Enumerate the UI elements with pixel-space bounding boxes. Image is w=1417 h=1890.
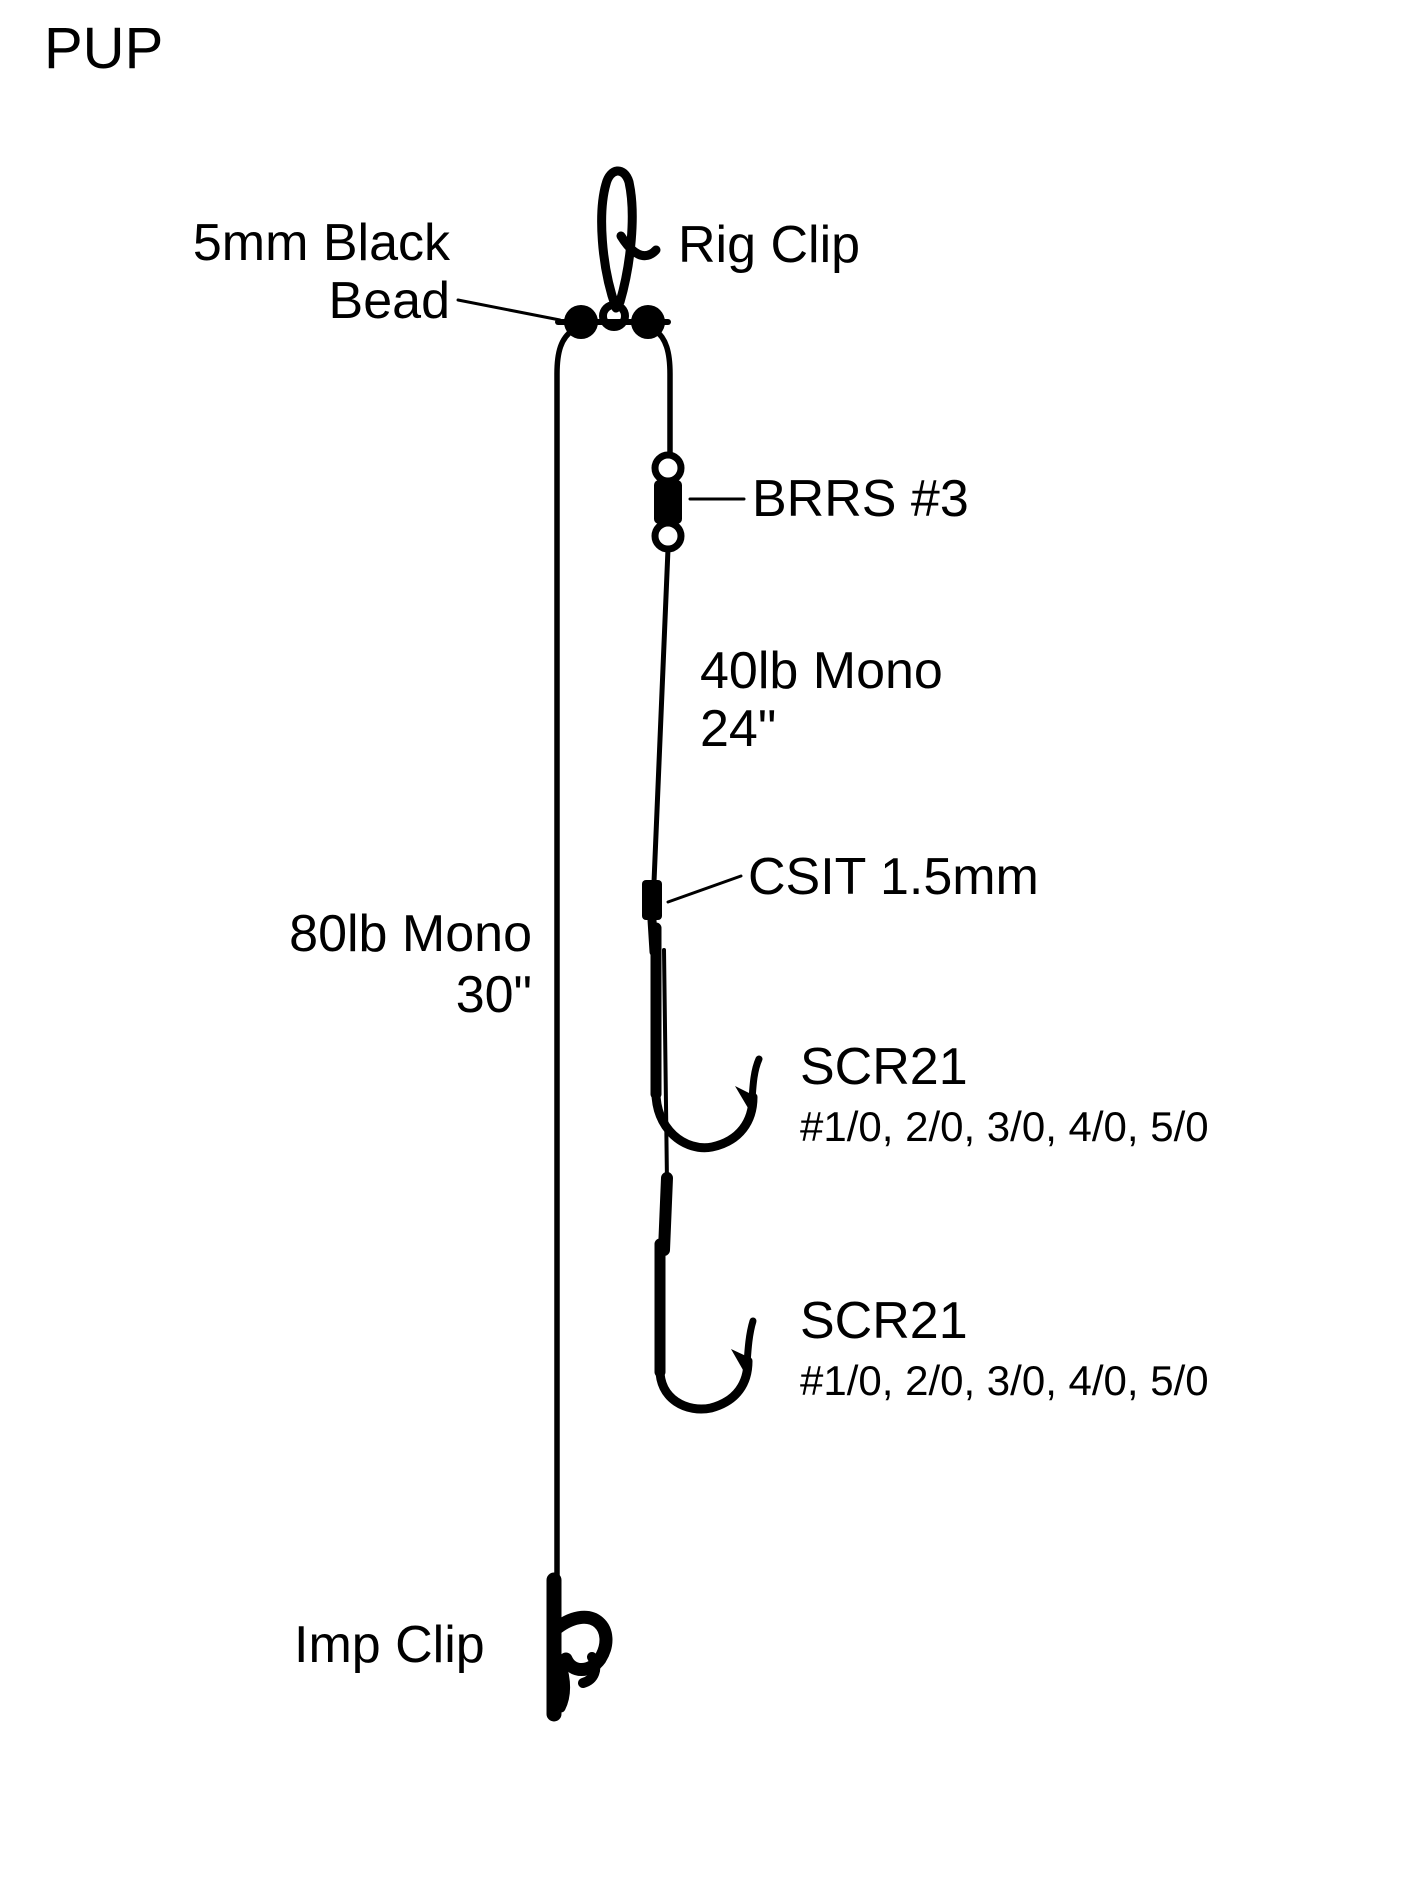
bead-label-line2: Bead [328, 272, 450, 330]
main-line [554, 327, 576, 1585]
imp-clip-icon [546, 1572, 613, 1722]
hook1-sizes: #1/0, 2/0, 3/0, 4/0, 5/0 [800, 1103, 1209, 1150]
hook-leader-label: 40lb Mono 24" [700, 642, 943, 758]
hook1-icon [650, 922, 763, 1153]
main-line-label: 80lb Mono 30" [230, 904, 532, 1026]
hook2-label: SCR21 #1/0, 2/0, 3/0, 4/0, 5/0 [800, 1292, 1209, 1404]
hook2-sizes: #1/0, 2/0, 3/0, 4/0, 5/0 [800, 1357, 1209, 1404]
crimp-label: CSIT 1.5mm [748, 848, 1039, 906]
hook2-barb [731, 1349, 746, 1370]
bead-label: 5mm Black Bead [150, 214, 450, 330]
snell-line [662, 948, 669, 1184]
hook1-model: SCR21 [800, 1038, 968, 1096]
rig-clip-label: Rig Clip [678, 216, 861, 274]
hook2-icon [654, 1238, 757, 1414]
bead-right [631, 305, 665, 339]
hook-leader-label-line2: 24" [700, 700, 777, 758]
hook-leader-line-upper [652, 327, 673, 458]
main-line-label-line1: 80lb Mono [289, 905, 532, 963]
hook1-label: SCR21 #1/0, 2/0, 3/0, 4/0, 5/0 [800, 1038, 1209, 1150]
hook1-barb [735, 1086, 751, 1108]
swivel-label: BRRS #3 [752, 470, 969, 528]
bead-pointer-line [456, 298, 562, 322]
crimp-pointer-line [666, 874, 743, 904]
rig-clip-icon [597, 166, 661, 331]
imp-clip-label: Imp Clip [294, 1616, 485, 1674]
hook-leader-line-lower [651, 546, 671, 885]
bead-label-line1: 5mm Black [192, 214, 450, 272]
swivel-icon [651, 451, 685, 553]
hook2-model: SCR21 [800, 1292, 968, 1350]
page-title: PUP [44, 16, 164, 81]
main-line-label-line2: 30" [455, 966, 532, 1024]
crimp-icon [642, 880, 662, 920]
hook-leader-label-line1: 40lb Mono [700, 642, 943, 700]
hook2-knot [658, 1172, 673, 1256]
bead-left [564, 305, 598, 339]
